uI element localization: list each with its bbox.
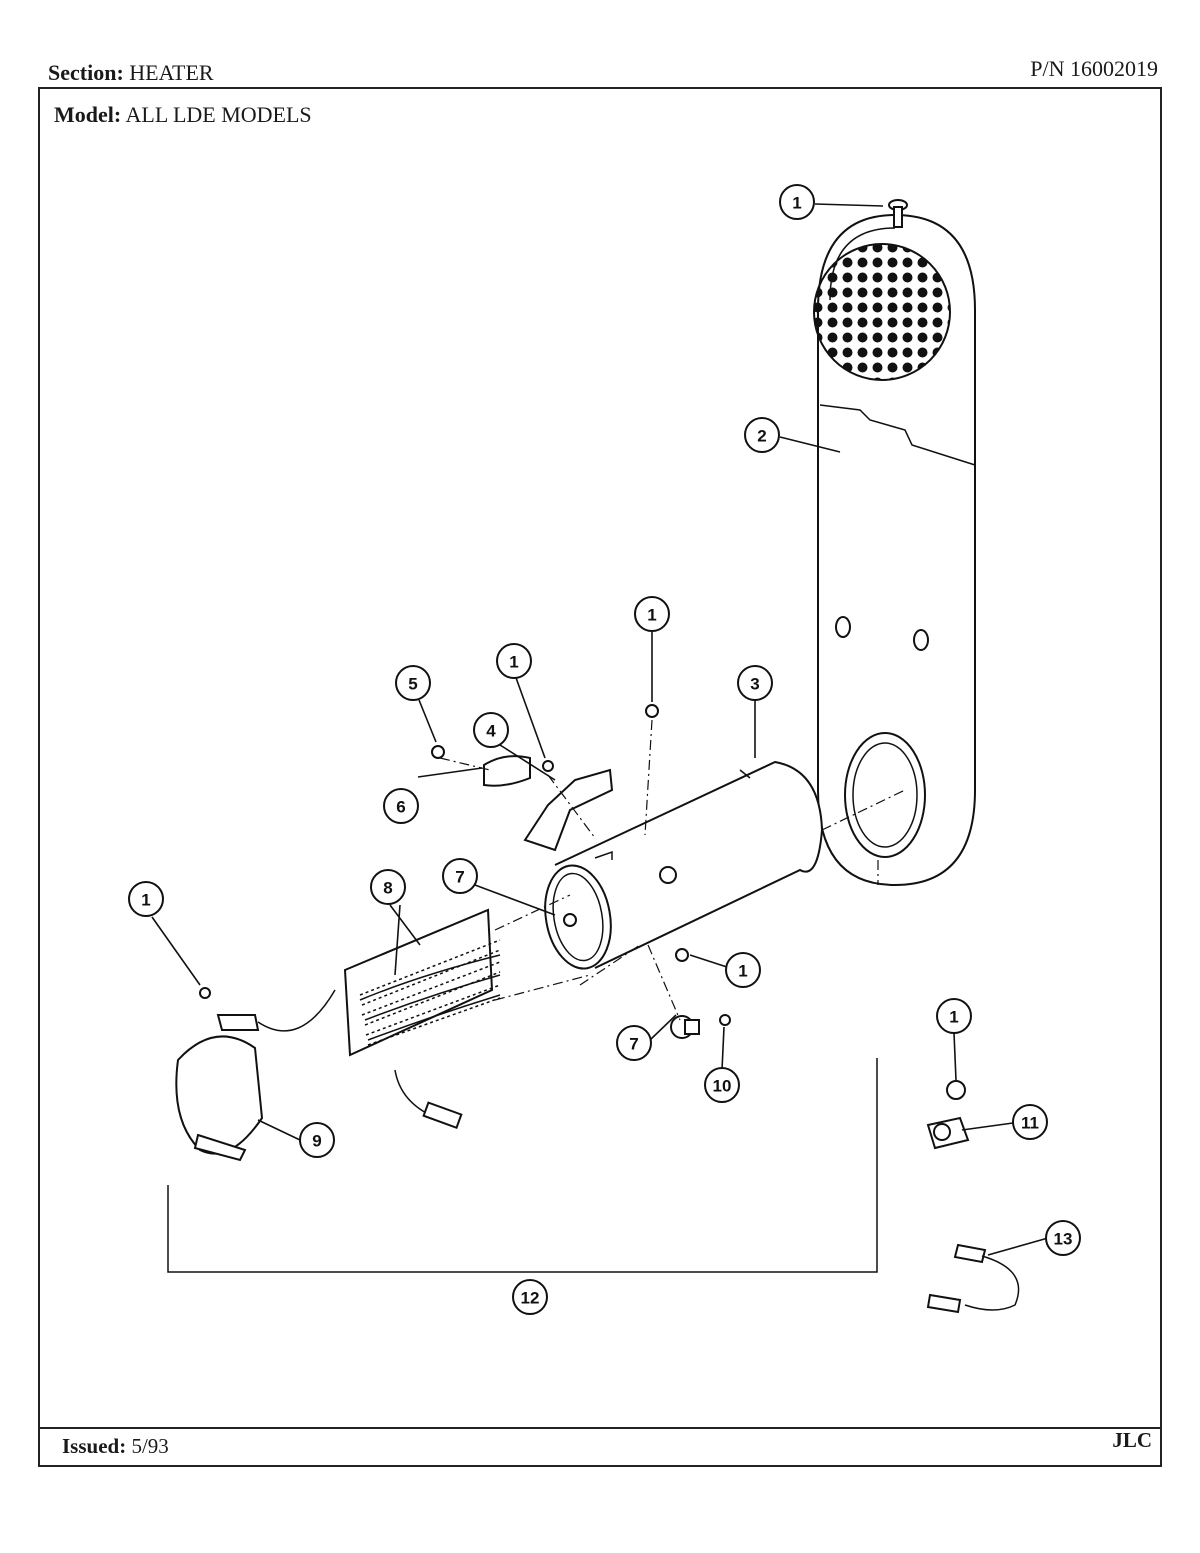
wire-harness [926, 1243, 1020, 1314]
section-value: HEATER [129, 60, 214, 85]
callout-3: 3 [737, 665, 773, 701]
issued-date: Issued: 5/93 [62, 1434, 169, 1459]
callout-1-cutoff: 1 [936, 998, 972, 1034]
callout-1-housing: 1 [634, 596, 670, 632]
model-heading: Model: ALL LDE MODELS [54, 102, 312, 128]
callout-2: 2 [744, 417, 780, 453]
heater-duct-panel [813, 213, 976, 887]
callout-1-thermostat: 1 [725, 952, 761, 988]
svg-text:1: 1 [792, 194, 801, 213]
issued-label: Issued: [62, 1434, 127, 1458]
element-cover-plate [175, 989, 336, 1162]
svg-text:4: 4 [486, 722, 496, 741]
section-heading: Section: HEATER [48, 60, 214, 86]
svg-text:6: 6 [396, 798, 405, 817]
assembly-bracket-line [167, 1058, 878, 1273]
heating-element [343, 908, 501, 1130]
callout-1-top: 1 [779, 184, 815, 220]
svg-text:1: 1 [949, 1008, 958, 1027]
callout-7-front: 7 [442, 858, 478, 894]
callout-4: 4 [473, 712, 509, 748]
callout-13: 13 [1045, 1220, 1081, 1256]
callout-6: 6 [383, 788, 419, 824]
callout-1-bracket: 1 [496, 643, 532, 679]
svg-text:1: 1 [141, 891, 150, 910]
heater-bracket [523, 768, 614, 852]
screw-thermostat [675, 948, 689, 962]
screw-cover-plate [199, 987, 211, 999]
svg-text:10: 10 [713, 1077, 732, 1096]
svg-text:13: 13 [1054, 1230, 1073, 1249]
diagram-frame [38, 87, 1162, 1467]
terminal-block [483, 755, 531, 787]
author-code: JLC [1112, 1428, 1152, 1452]
perforated-grille [813, 243, 951, 381]
svg-text:8: 8 [383, 879, 392, 898]
svg-text:1: 1 [738, 962, 747, 981]
screw-bracket [542, 760, 554, 772]
model-value: ALL LDE MODELS [125, 102, 312, 127]
svg-text:2: 2 [757, 427, 766, 446]
svg-text:11: 11 [1021, 1114, 1039, 1133]
callout-1-cover: 1 [128, 881, 164, 917]
thermostat-rear [670, 1015, 700, 1039]
callout-7-rear: 7 [616, 1025, 652, 1061]
callout-10: 10 [704, 1067, 740, 1103]
svg-text:12: 12 [521, 1289, 540, 1308]
terminal-nut [431, 745, 445, 759]
screw-housing-top [645, 704, 659, 718]
callout-9: 9 [299, 1122, 335, 1158]
model-label: Model: [54, 102, 122, 127]
svg-text:5: 5 [408, 675, 417, 694]
issued-value: 5/93 [131, 1434, 169, 1458]
svg-text:1: 1 [509, 653, 518, 672]
callout-8: 8 [370, 869, 406, 905]
part-number: P/N 16002019 [1030, 56, 1158, 81]
callout-12: 12 [512, 1279, 548, 1315]
svg-text:7: 7 [455, 868, 464, 887]
leader-lines [151, 203, 1049, 1256]
heater-housing-tube [544, 760, 824, 970]
section-label: Section: [48, 60, 124, 85]
callout-11: 11 [1012, 1104, 1048, 1140]
callout-5: 5 [395, 665, 431, 701]
svg-text:7: 7 [629, 1035, 638, 1054]
thermostat-screw [719, 1014, 731, 1026]
footer-divider [38, 1427, 1162, 1471]
screw-top [888, 199, 908, 228]
thermal-cutoff [926, 1080, 970, 1150]
svg-text:1: 1 [647, 606, 656, 625]
svg-text:9: 9 [312, 1132, 321, 1151]
svg-text:3: 3 [750, 675, 759, 694]
